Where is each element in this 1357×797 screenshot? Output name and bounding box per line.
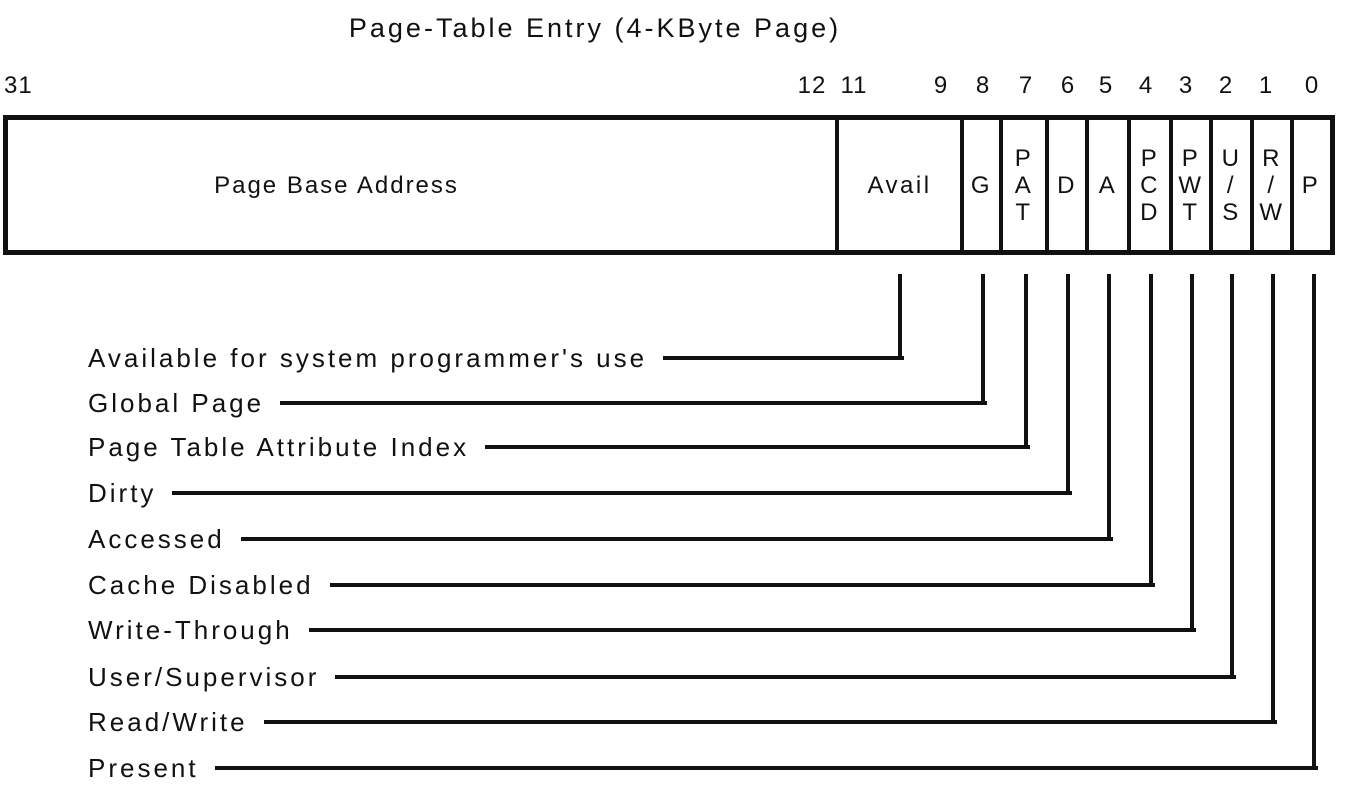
- legend-label-available: Available for system programmer's use: [88, 342, 648, 373]
- legend-label-global-page: Global Page: [88, 387, 265, 418]
- legend-label-write-through: Write-Through: [88, 614, 293, 645]
- legend-row-read-write: Read/Write: [88, 707, 1277, 737]
- bit-number-12: 12: [797, 72, 827, 99]
- legend-label-present: Present: [88, 752, 199, 783]
- bit-number-2: 2: [1218, 72, 1234, 99]
- legend-label-read-write: Read/Write: [88, 706, 248, 737]
- legend-row-available: Available for system programmer's use: [88, 343, 904, 373]
- field-cell-a: A: [1085, 120, 1127, 250]
- bit-number-31: 31: [4, 72, 33, 99]
- entry-box: Page Base Address Avail G P A T D A P C …: [3, 115, 1335, 255]
- field-cell-page-base-address: Page Base Address: [214, 171, 459, 199]
- legend-row-dirty: Dirty: [88, 478, 1072, 508]
- legend-row-present: Present: [88, 753, 1318, 783]
- legend-label-cache-disabled: Cache Disabled: [88, 569, 314, 600]
- field-cell-d: D: [1045, 120, 1085, 250]
- legend-label-dirty: Dirty: [88, 477, 157, 508]
- bit-number-6: 6: [1060, 72, 1076, 99]
- field-cell-avail: Avail: [835, 120, 960, 250]
- connector-line-pat: [485, 445, 1030, 449]
- connector-line-pwt: [308, 628, 1196, 632]
- bit-number-4: 4: [1138, 72, 1154, 99]
- bit-number-1: 1: [1258, 72, 1274, 99]
- diagram-title: Page-Table Entry (4-KByte Page): [348, 13, 842, 43]
- field-cell-pcd: P C D: [1127, 120, 1169, 250]
- bit-number-5: 5: [1098, 72, 1114, 99]
- connector-line-us: [335, 675, 1236, 679]
- field-cell-g: G: [960, 120, 999, 250]
- legend-row-global-page: Global Page: [88, 388, 987, 418]
- connector-line-d: [172, 491, 1072, 495]
- bit-number-0: 0: [1304, 72, 1320, 99]
- bit-number-11: 11: [840, 72, 868, 99]
- connector-line-avail: [663, 356, 904, 360]
- field-cell-rw: R / W: [1250, 120, 1290, 250]
- legend-label-accessed: Accessed: [88, 523, 225, 554]
- bit-number-8: 8: [975, 72, 991, 99]
- connector-line-a: [240, 537, 1113, 541]
- bit-number-7: 7: [1018, 72, 1034, 99]
- field-cell-pat: P A T: [999, 120, 1045, 250]
- legend-label-user-supervisor: User/Supervisor: [88, 661, 320, 692]
- field-cell-pwt: P W T: [1169, 120, 1209, 250]
- field-cell-p: P: [1290, 120, 1328, 250]
- bit-number-3: 3: [1178, 72, 1194, 99]
- connector-line-pcd: [329, 583, 1155, 587]
- field-cell-us: U / S: [1209, 120, 1250, 250]
- legend-row-cache-disabled: Cache Disabled: [88, 570, 1155, 600]
- legend-row-write-through: Write-Through: [88, 615, 1196, 645]
- legend-row-user-supervisor: User/Supervisor: [88, 662, 1236, 692]
- legend-label-pat-index: Page Table Attribute Index: [88, 431, 470, 462]
- legend-row-pat-index: Page Table Attribute Index: [88, 432, 1030, 462]
- connector-line-p: [214, 766, 1318, 770]
- connector-line-g: [280, 401, 987, 405]
- legend-row-accessed: Accessed: [88, 524, 1113, 554]
- bit-number-9: 9: [933, 72, 949, 99]
- connector-line-rw: [263, 720, 1277, 724]
